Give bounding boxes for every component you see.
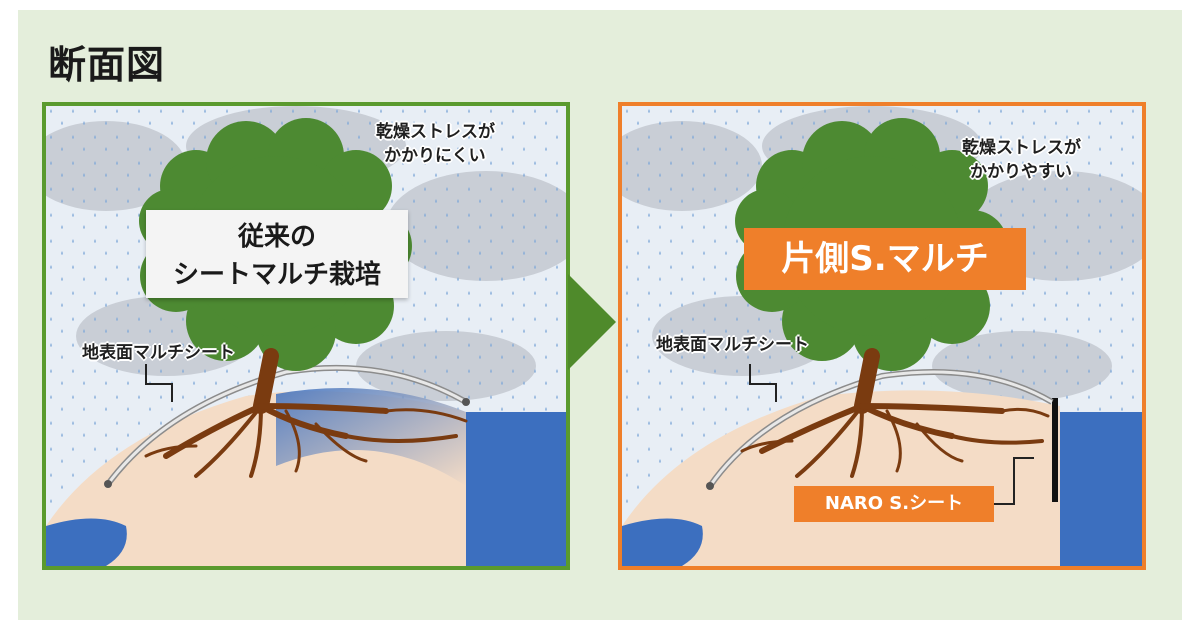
- roots-icon: [740, 348, 1050, 478]
- mulch-leader-line: [749, 364, 777, 402]
- page-title: 断面図: [48, 43, 166, 87]
- stress-text-right: 乾燥ストレスが かかりやすい: [962, 136, 1081, 184]
- stress-line-1: 乾燥ストレスが: [376, 122, 495, 142]
- stress-line-1: 乾燥ストレスが: [962, 138, 1081, 158]
- arrow-right-icon: [568, 274, 616, 370]
- mulch-sheet-highlight: [708, 370, 1053, 487]
- water-left: [46, 518, 127, 566]
- water-right: [1060, 412, 1142, 566]
- panel-one-side-mulch: 乾燥ストレスが かかりやすい 片側S.マルチ 地表面マルチシート NARO S.…: [618, 102, 1146, 570]
- stress-line-2: かかりやすい: [970, 162, 1072, 182]
- method-label-one-side: 片側S.マルチ: [744, 228, 1026, 290]
- stress-line-2: かかりにくい: [384, 146, 486, 166]
- naro-sheet: [1052, 398, 1058, 502]
- scene-illustration-left: [46, 106, 566, 566]
- stress-text-left: 乾燥ストレスが かかりにくい: [376, 120, 495, 168]
- panel-conventional: 乾燥ストレスが かかりにくい 従来の シートマルチ栽培 地表面マルチシート: [42, 102, 570, 570]
- roots-icon: [144, 348, 468, 478]
- soil-moisture: [276, 388, 466, 486]
- mulch-sheet-highlight: [106, 366, 467, 485]
- mulch-end-right: [462, 398, 470, 406]
- mulch-leader-line: [145, 364, 173, 402]
- naro-leader-line: [994, 457, 1034, 505]
- mulch-label-left: 地表面マルチシート: [82, 343, 235, 363]
- water-left: [622, 518, 703, 566]
- water-right: [466, 412, 566, 566]
- mulch-end-left: [104, 480, 112, 488]
- method-label-conventional: 従来の シートマルチ栽培: [146, 210, 408, 298]
- method-line-2: シートマルチ栽培: [172, 260, 381, 290]
- method-line-1: 従来の: [237, 222, 316, 252]
- mulch-label-right: 地表面マルチシート: [656, 335, 809, 355]
- mulch-end-left: [706, 482, 714, 490]
- naro-sheet-label: NARO S.シート: [794, 486, 994, 522]
